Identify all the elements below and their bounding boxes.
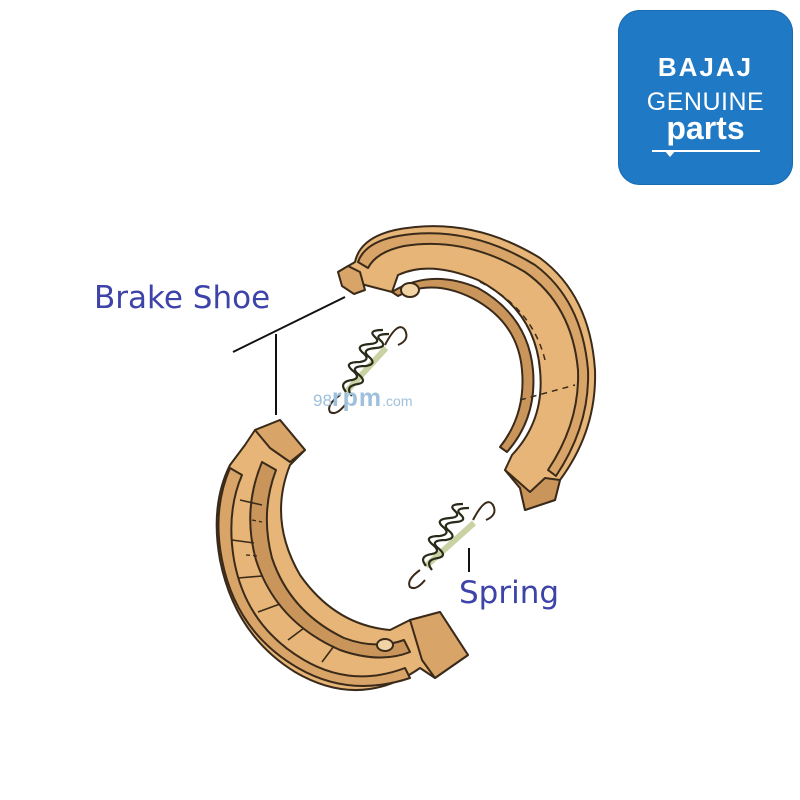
leader-line-horizontal — [232, 296, 346, 353]
logo-genuine-text: GENUINE — [646, 88, 765, 116]
brake-shoe-leader-lines — [232, 296, 346, 415]
watermark-suffix: .com — [382, 393, 413, 409]
watermark-main: rpm — [331, 384, 383, 412]
lower-brake-shoe — [215, 419, 469, 691]
logo-notch — [664, 150, 676, 157]
spring-label: Spring — [459, 575, 560, 611]
logo-underline — [652, 150, 760, 152]
watermark-prefix: 98 — [313, 391, 332, 410]
brake-shoe-label: Brake Shoe — [94, 280, 271, 316]
lower-spring — [408, 501, 496, 590]
upper-brake-shoe — [337, 225, 597, 511]
logo-brand-text: BAJAJ — [657, 52, 754, 82]
brand-logo: BAJAJ GENUINE parts — [618, 10, 793, 185]
logo-parts-text: parts — [666, 110, 745, 146]
upper-spring — [328, 326, 408, 415]
watermark: 98rpm.com — [313, 384, 413, 413]
